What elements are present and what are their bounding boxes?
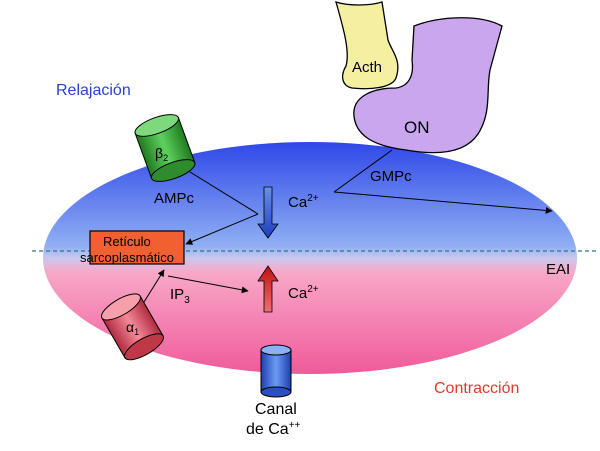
canal-label-line1: Canal <box>255 401 297 418</box>
alpha1-label: α1 <box>126 319 139 337</box>
on-terminal <box>353 17 503 154</box>
on-label: ON <box>404 118 430 137</box>
canal-label-line2: de Ca++ <box>246 420 301 438</box>
reticulo-label-line2: sarcoplasmático <box>80 250 174 265</box>
gmpc-arrow <box>333 191 553 214</box>
ca-down-arrow <box>257 186 279 239</box>
ca-channel <box>260 344 292 398</box>
ampc-label: AMPc <box>154 190 195 207</box>
ca-top-label: Ca2+ <box>288 193 319 211</box>
reticulo-box <box>89 230 185 265</box>
alpha-to-reticulo-arrow <box>143 269 165 303</box>
ampc-to-reticulo-arrow <box>185 213 259 245</box>
beta2-label: β2 <box>155 145 168 163</box>
on-to-cell-line <box>333 149 393 193</box>
alpha1-receptor <box>101 293 164 361</box>
ip3-arrow <box>167 275 249 294</box>
reticulo-label-line1: Retículo <box>103 234 151 249</box>
acth-terminal <box>335 0 399 90</box>
eai-label: EAI <box>546 261 570 278</box>
ip3-label: IP3 <box>170 286 190 306</box>
contraccion-label: Contracción <box>434 380 519 397</box>
cell-ellipse <box>43 142 577 374</box>
ca-bottom-label: Ca2+ <box>288 284 319 302</box>
acth-label: Acth <box>352 59 382 76</box>
relajacion-label: Relajación <box>56 82 131 99</box>
ca-up-arrow <box>257 265 279 313</box>
beta2-receptor <box>134 114 196 182</box>
gmpc-label: GMPc <box>370 168 412 185</box>
beta-to-junction-line <box>189 171 259 215</box>
